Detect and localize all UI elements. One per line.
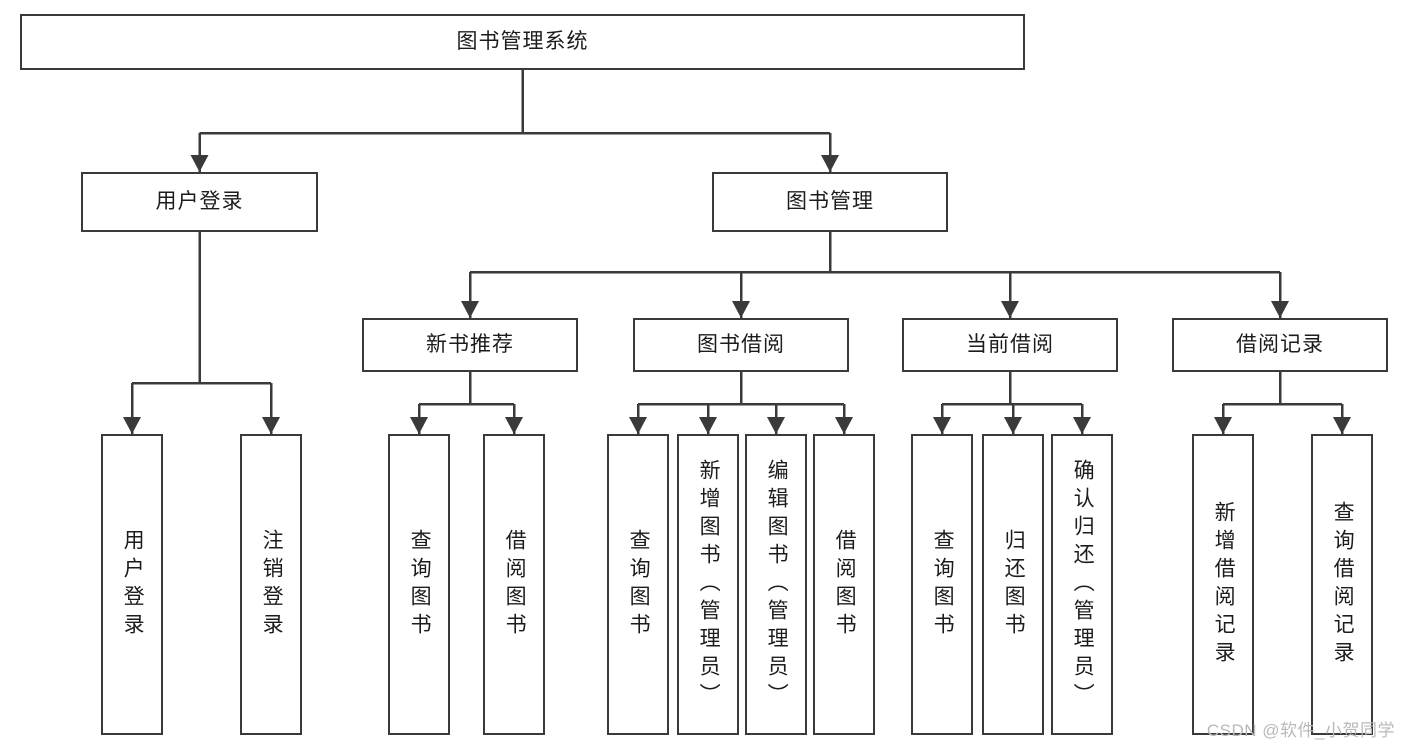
node-label-l-return: 归还图书	[1002, 528, 1026, 641]
node-l-login: 用户登录	[101, 434, 163, 735]
node-label-l-qrec: 查询借阅记录	[1331, 500, 1355, 669]
node-l-logout: 注销登录	[240, 434, 302, 735]
node-l-qbook1: 查询图书	[388, 434, 450, 735]
node-label-l-qbook1: 查询图书	[408, 528, 432, 641]
node-borrow: 图书借阅	[633, 318, 849, 372]
node-l-addrec: 新增借阅记录	[1192, 434, 1254, 735]
node-label-root: 图书管理系统	[456, 29, 589, 53]
node-l-confirm: 确认归还（管理员）	[1051, 434, 1113, 735]
watermark-label: CSDN @软件_小贺同学	[1206, 721, 1395, 740]
node-newbook: 新书推荐	[362, 318, 578, 372]
node-label-l-qbook3: 查询图书	[931, 528, 955, 641]
node-l-return: 归还图书	[982, 434, 1044, 735]
node-label-login: 用户登录	[155, 189, 244, 213]
node-label-l-editbook: 编辑图书（管理员）	[765, 458, 789, 711]
node-l-qbook3: 查询图书	[911, 434, 973, 735]
node-l-editbook: 编辑图书（管理员）	[745, 434, 807, 735]
node-label-current: 当前借阅	[966, 332, 1054, 356]
node-l-qbook2: 查询图书	[607, 434, 669, 735]
node-label-l-confirm: 确认归还（管理员）	[1071, 458, 1095, 711]
node-label-l-qbook2: 查询图书	[627, 528, 651, 641]
node-records: 借阅记录	[1172, 318, 1388, 372]
node-label-records: 借阅记录	[1236, 332, 1324, 356]
node-l-bbook1: 借阅图书	[483, 434, 545, 735]
node-label-borrow: 图书借阅	[697, 332, 785, 356]
node-root: 图书管理系统	[20, 14, 1025, 70]
node-label-l-bbook1: 借阅图书	[503, 528, 527, 641]
node-label-l-logout: 注销登录	[260, 528, 284, 641]
node-bookmgmt: 图书管理	[712, 172, 948, 232]
node-l-bbook2: 借阅图书	[813, 434, 875, 735]
node-label-l-bbook2: 借阅图书	[833, 528, 857, 641]
node-label-l-addbook: 新增图书（管理员）	[697, 458, 721, 711]
node-l-qrec: 查询借阅记录	[1311, 434, 1373, 735]
node-current: 当前借阅	[902, 318, 1118, 372]
node-label-bookmgmt: 图书管理	[786, 189, 874, 213]
node-l-addbook: 新增图书（管理员）	[677, 434, 739, 735]
node-login: 用户登录	[81, 172, 318, 232]
node-label-newbook: 新书推荐	[426, 332, 514, 356]
node-label-l-login: 用户登录	[121, 528, 145, 641]
node-label-l-addrec: 新增借阅记录	[1212, 500, 1236, 669]
